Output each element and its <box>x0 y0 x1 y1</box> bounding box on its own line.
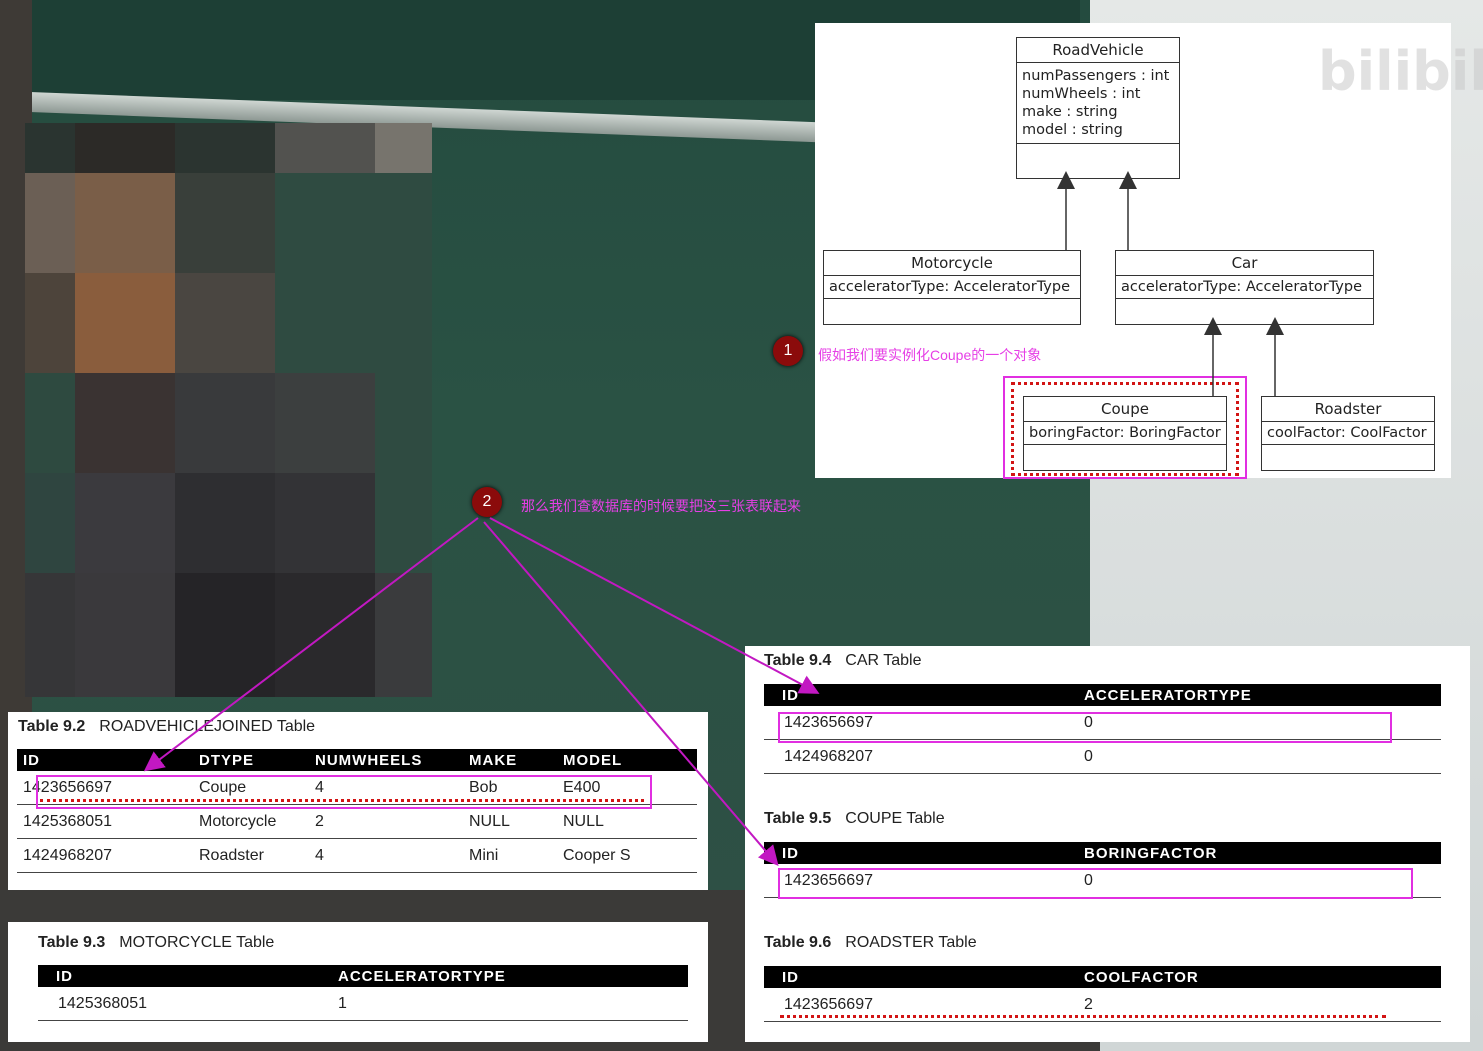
column-header: ID <box>38 965 332 987</box>
attribute: acceleratorType: AcceleratorType <box>1116 276 1373 299</box>
table-9-3-caption: Table 9.3 MOTORCYCLE Table <box>38 934 274 952</box>
table-cell: 1424968207 <box>764 739 1078 774</box>
table-cell: 0 <box>1078 706 1441 740</box>
table-cell: Cooper S <box>557 838 697 873</box>
table-cell: 1 <box>332 987 688 1021</box>
table-row: 1424968207 Roadster 4 Mini Cooper S <box>17 838 697 873</box>
table-9-2: ID DTYPE NUMWHEELS MAKE MODEL 1423656697… <box>17 749 697 873</box>
row-dotted-underline <box>780 1015 1386 1018</box>
table-9-2-caption: Table 9.2 ROADVEHICLEJOINED Table <box>18 718 315 736</box>
table-9-6: ID COOLFACTOR 1423656697 2 <box>764 966 1441 1022</box>
table-9-4: ID ACCELERATORTYPE 1423656697 0 14249682… <box>764 684 1441 774</box>
class-name: Motorcycle <box>824 251 1080 276</box>
table-9-4-caption: Table 9.4 CAR Table <box>764 652 921 670</box>
table-title: CAR Table <box>845 652 922 669</box>
class-name: Coupe <box>1024 397 1226 422</box>
table-header-row: ID DTYPE NUMWHEELS MAKE MODEL <box>17 749 697 771</box>
column-header: MAKE <box>463 749 557 771</box>
table-title: COUPE Table <box>845 810 945 827</box>
annotation-text-1: 假如我们要实例化Coupe的一个对象 <box>818 347 1042 363</box>
table-row: 1424968207 0 <box>764 739 1441 774</box>
annotation-marker-2: 2 <box>472 487 502 517</box>
column-header: NUMWHEELS <box>309 749 463 771</box>
table-cell: NULL <box>463 804 557 839</box>
table-title: ROADSTER Table <box>845 934 977 951</box>
column-header: COOLFACTOR <box>1078 966 1441 988</box>
attribute: numWheels : int <box>1022 86 1141 102</box>
table-label: Table 9.5 <box>764 810 832 827</box>
attribute: coolFactor: CoolFactor <box>1262 422 1434 445</box>
attribute: model : string <box>1022 122 1123 138</box>
table-cell: Motorcycle <box>193 804 309 839</box>
attribute: numPassengers : int <box>1022 68 1170 84</box>
uml-class-coupe: Coupe boringFactor: BoringFactor <box>1023 396 1227 471</box>
attribute: make : string <box>1022 104 1118 120</box>
attribute: boringFactor: BoringFactor <box>1024 422 1226 445</box>
table-header-row: ID ACCELERATORTYPE <box>38 965 688 987</box>
table-row: 1423656697 0 <box>764 706 1441 740</box>
table-cell: 1423656697 <box>764 706 1078 740</box>
class-attributes: numPassengers : int numWheels : int make… <box>1017 63 1179 144</box>
table-label: Table 9.3 <box>38 934 106 951</box>
table-cell: 0 <box>1078 739 1441 774</box>
table-9-6-caption: Table 9.6 ROADSTER Table <box>764 934 977 952</box>
column-header: MODEL <box>557 749 697 771</box>
class-name: Roadster <box>1262 397 1434 422</box>
attribute: acceleratorType: AcceleratorType <box>824 276 1080 299</box>
class-name: RoadVehicle <box>1017 38 1179 63</box>
table-title: ROADVEHICLEJOINED Table <box>99 718 316 735</box>
table-label: Table 9.6 <box>764 934 832 951</box>
table-header-row: ID COOLFACTOR <box>764 966 1441 988</box>
table-9-5-caption: Table 9.5 COUPE Table <box>764 810 945 828</box>
annotation-text-2: 那么我们查数据库的时候要把这三张表联起来 <box>521 498 801 514</box>
table-cell: 4 <box>309 838 463 873</box>
row-highlight-box <box>778 868 1413 899</box>
table-cell: 2 <box>309 804 463 839</box>
uml-class-roadster: Roadster coolFactor: CoolFactor <box>1261 396 1435 471</box>
table-cell: Mini <box>463 838 557 873</box>
table-cell: 1424968207 <box>17 838 193 873</box>
watermark-logo: bilibili <box>1318 40 1483 103</box>
row-dotted-underline <box>40 799 644 802</box>
class-name: Car <box>1116 251 1373 276</box>
table-row: 1425368051 Motorcycle 2 NULL NULL <box>17 804 697 839</box>
table-title: MOTORCYCLE Table <box>119 934 275 951</box>
uml-class-motorcycle: Motorcycle acceleratorType: AcceleratorT… <box>823 250 1081 325</box>
uml-class-car: Car acceleratorType: AcceleratorType <box>1115 250 1374 325</box>
uml-inheritance-lines <box>1057 171 1284 396</box>
column-header: ACCELERATORTYPE <box>1078 684 1441 706</box>
table-header-row: ID BORINGFACTOR <box>764 842 1441 864</box>
column-header: ID <box>764 684 1078 706</box>
coupe-dotted-frame <box>1011 382 1239 476</box>
column-header: ID <box>764 966 1078 988</box>
column-header: BORINGFACTOR <box>1078 842 1441 864</box>
table-cell: Roadster <box>193 838 309 873</box>
column-header: ACCELERATORTYPE <box>332 965 688 987</box>
uml-class-roadvehicle: RoadVehicle numPassengers : int numWheel… <box>1016 37 1180 179</box>
row-highlight-box <box>36 775 652 809</box>
annotation-arrows <box>143 517 820 867</box>
table-9-3: ID ACCELERATORTYPE 1425368051 1 <box>38 965 688 1021</box>
table-cell: 1425368051 <box>17 804 193 839</box>
annotation-marker-1: 1 <box>773 336 803 366</box>
table-label: Table 9.4 <box>764 652 832 669</box>
row-highlight-box <box>778 712 1392 743</box>
table-cell: NULL <box>557 804 697 839</box>
coupe-highlight-box <box>1003 376 1247 479</box>
table-cell: 1425368051 <box>38 987 332 1021</box>
table-header-row: ID ACCELERATORTYPE <box>764 684 1441 706</box>
table-label: Table 9.2 <box>18 718 86 735</box>
table-row: 1425368051 1 <box>38 987 688 1021</box>
column-header: DTYPE <box>193 749 309 771</box>
column-header: ID <box>764 842 1078 864</box>
